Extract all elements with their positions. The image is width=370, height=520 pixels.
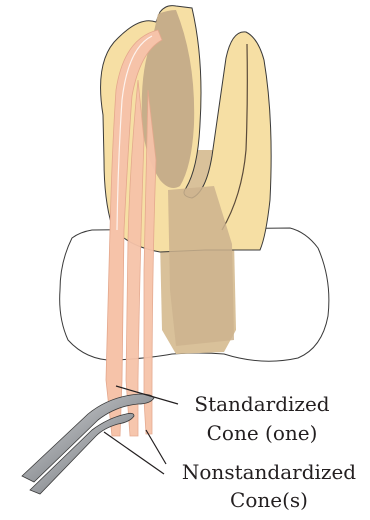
nonstandardized-label-line2: Cone(s)	[230, 488, 308, 512]
nonstandardized-leader-2	[146, 430, 166, 464]
nonstandardized-leader-1	[104, 432, 164, 474]
standardized-label-line2: Cone (one)	[207, 421, 318, 445]
nonstandardized-label-line1: Nonstandardized	[182, 460, 356, 484]
standardized-label-line1: Standardized	[194, 392, 329, 416]
